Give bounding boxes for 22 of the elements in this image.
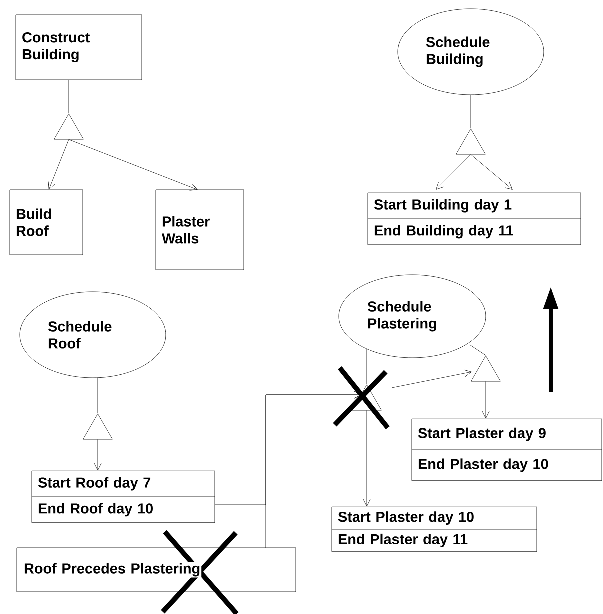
schedule-box: Start Plaster day 9 End Plaster day 10 [412, 418, 602, 482]
arrow [482, 382, 490, 419]
schedule-box: Start Building day 1 End Building day 11 [368, 192, 582, 246]
schedule-box: Start Roof day 7 End Roof day 10 [32, 470, 216, 524]
decomposition-triangle [471, 356, 501, 382]
arrow [363, 410, 371, 507]
arrow [94, 440, 102, 471]
decomposition-triangle [54, 114, 84, 140]
task-box: Construct Building [16, 14, 142, 80]
decomposition-triangle [352, 384, 382, 411]
arrow [436, 154, 472, 190]
constraint-box: Roof Precedes Plastering [16, 548, 296, 592]
schedule-box: Start Plaster day 10 End Plaster day 11 [332, 506, 538, 552]
decomposition-triangle [456, 128, 486, 155]
task-box: Build Roof [10, 190, 84, 256]
arrow [68, 140, 198, 191]
task-box: Plaster Walls [156, 190, 244, 270]
decomposition-triangle [83, 414, 113, 440]
arrow [392, 370, 472, 388]
arrow [470, 154, 513, 190]
arrow [266, 391, 362, 548]
arrow [48, 140, 70, 190]
